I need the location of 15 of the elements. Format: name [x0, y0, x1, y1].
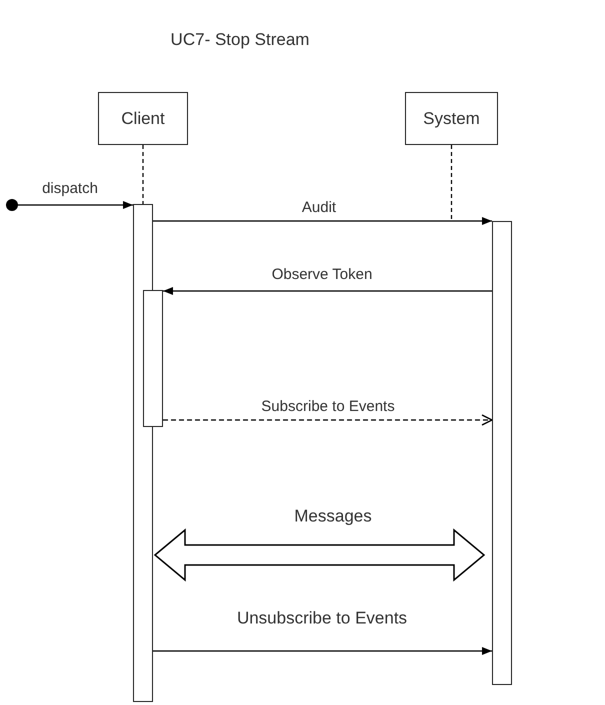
lifeline [142, 145, 144, 204]
message-arrow [163, 287, 492, 295]
message-arrow [18, 201, 133, 209]
diagram-title: UC7- Stop Stream [170, 30, 310, 50]
return-message-arrow [163, 414, 493, 426]
start-dot [6, 199, 18, 211]
message-arrow [153, 217, 492, 225]
lifeline-head-box: Client [98, 92, 188, 145]
message-arrow [153, 647, 492, 655]
activation-bar [492, 221, 512, 685]
lifeline [450, 145, 452, 221]
double-block-arrow [154, 528, 486, 582]
activation-bar [143, 290, 163, 427]
lifeline-head-box: System [405, 92, 498, 145]
edge-label: dispatch [40, 180, 100, 197]
